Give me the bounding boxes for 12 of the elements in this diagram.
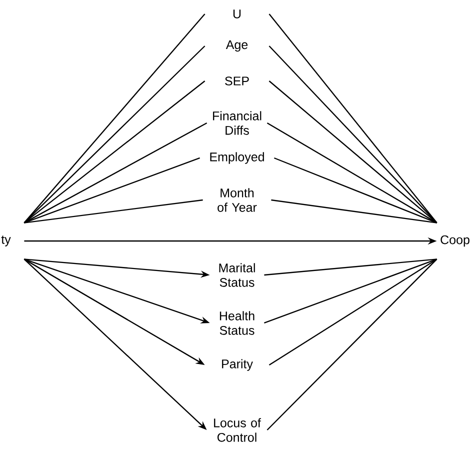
variable-label: SEP: [225, 76, 249, 86]
variable-label: Parity: [222, 359, 253, 371]
variable-label: Financial Diffs: [213, 111, 262, 135]
variable-label: Age: [226, 40, 248, 52]
variable-label: Coop: [440, 235, 470, 247]
variable-label: ty: [1, 236, 11, 246]
variable-label: Employed: [210, 152, 264, 164]
variable-label: Month of Year: [218, 188, 257, 212]
variable-label: U: [233, 10, 241, 18]
variable-label: Locus of Control: [214, 418, 261, 442]
variable-label: Marital Status: [219, 263, 255, 287]
variable-label: Health Status: [220, 311, 254, 335]
